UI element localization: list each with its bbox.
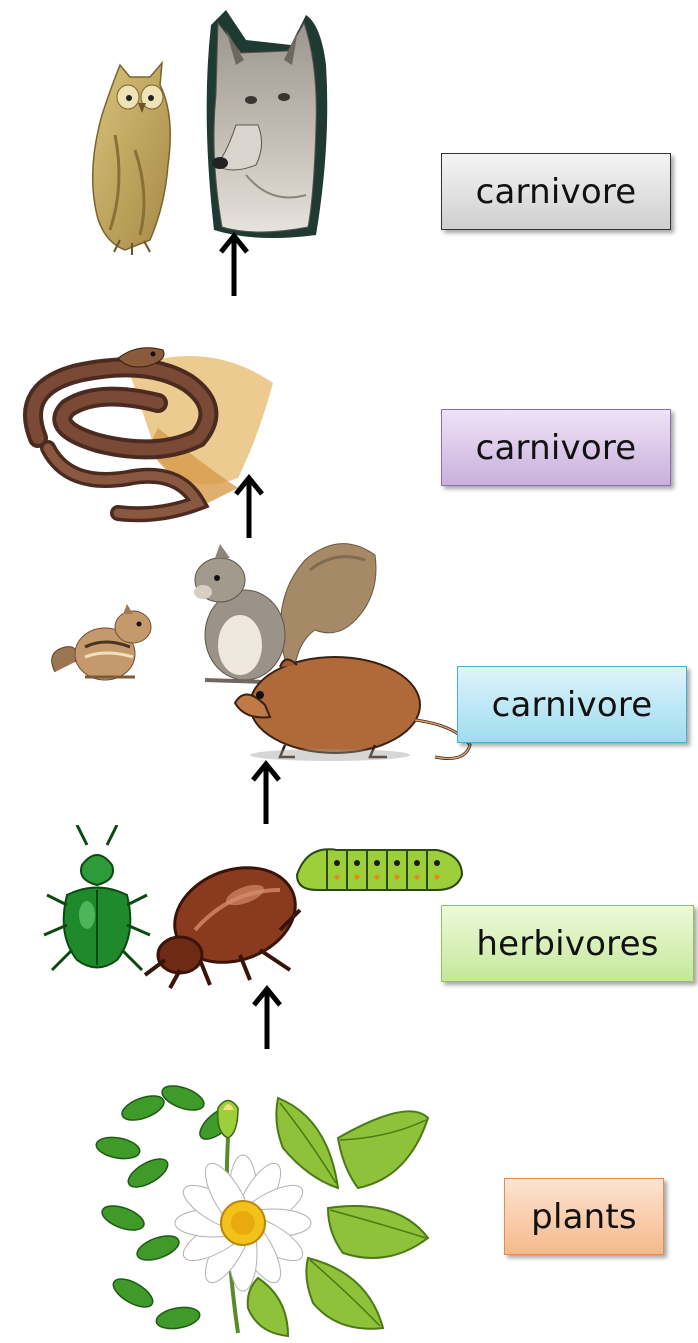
plant-illustration <box>88 1078 438 1340</box>
arrow-up-3 <box>250 760 282 826</box>
level-label-top-carnivore: carnivore <box>441 153 671 230</box>
level-label-herbivores: herbivores <box>441 905 694 982</box>
arrow-up-4 <box>251 985 283 1051</box>
chipmunk-illustration <box>45 592 160 687</box>
level-label-plants: plants <box>504 1178 664 1255</box>
owl-illustration <box>80 55 190 260</box>
coyote-illustration <box>196 5 336 243</box>
caterpillar-illustration <box>287 835 467 905</box>
level-label-small-mammals-carnivore: carnivore <box>457 666 687 743</box>
vole-illustration <box>225 645 480 770</box>
arrow-up-1 <box>218 232 250 298</box>
level-label-snake-carnivore: carnivore <box>441 409 671 486</box>
brown-beetle-illustration <box>140 850 310 990</box>
green-beetle-illustration <box>42 825 152 980</box>
